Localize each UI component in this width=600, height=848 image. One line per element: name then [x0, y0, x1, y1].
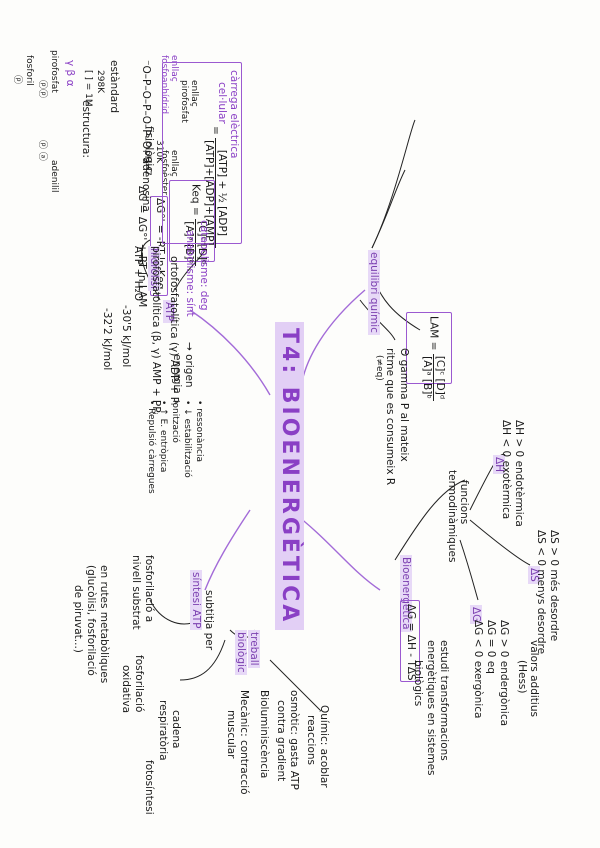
acoblar-1: energètiques en sistemes: [425, 640, 437, 776]
link-quimic: [269, 659, 321, 711]
dg-line-1: ΔG = 0 eq: [485, 620, 497, 674]
lam-lhs: LAM =: [427, 316, 440, 351]
estandard-0: estàndard: [108, 60, 120, 114]
rutes-2: de piruvat...): [72, 585, 84, 653]
link-fisiologic: [371, 169, 406, 249]
link-dg: [459, 539, 479, 601]
treball-0: treball: [248, 630, 260, 668]
acoblar-2: biològics: [412, 660, 424, 707]
lam-den: [A]ᵃ [B]ᵇ: [421, 356, 433, 399]
carrega-num: [ATP] + ½ [ADP]: [215, 138, 228, 248]
pir-label-0: pirofosfat: [49, 50, 59, 93]
link-gamma: [359, 299, 396, 341]
link-oxidativa: [179, 639, 226, 681]
bullet-4: • Repulsió càrregues: [146, 400, 156, 494]
origen-0: → origen: [183, 342, 195, 388]
anabolisme: anabolisme: sínt: [184, 230, 196, 317]
dg-line-2: ΔG < 0 exergònica: [472, 620, 484, 719]
estandard-1: 298K: [95, 70, 105, 94]
catabolisme: catabolisme: deg: [198, 220, 210, 311]
dg-line-0: ΔG > 0 endergònica: [498, 620, 510, 727]
osmotic-1: contra gradient: [275, 700, 287, 782]
funcions-1: termodinàmiques: [446, 470, 458, 563]
origen-1: energia: [171, 354, 183, 394]
fosf-substrat-0: fosforilació a: [143, 555, 155, 623]
treball-1: biològic: [235, 630, 247, 675]
bio-line: Bioluminiscència: [258, 690, 270, 779]
cadena-0: cadena: [170, 710, 182, 749]
gamma-note-0: Θ gamma P al mateix: [398, 348, 410, 462]
link-ds: [469, 519, 531, 566]
valors-0: valors additius: [528, 640, 540, 717]
mecanic-1: muscular: [225, 710, 237, 759]
estructura-label: estructura:: [80, 100, 92, 158]
pir-label-2: adenilil: [49, 160, 59, 193]
quimic-0: Químic: acoblar: [318, 705, 330, 788]
bullet-3: • ↑ E. entròpica: [158, 400, 168, 473]
lam-frac: [C]ᶜ [D]ᵈ[A]ᵃ [B]ᵇ: [421, 353, 446, 402]
link-catabolisme: [174, 249, 206, 291]
quimic-1: reaccions: [305, 715, 317, 765]
osmotic-0: osmòtic: gasta ATP: [288, 690, 300, 790]
link-structure: [140, 239, 161, 301]
energy-1: -30'5 kJ/mol: [120, 305, 132, 368]
branch-sintesi: [204, 509, 251, 591]
fosf-oxidativa-0: fosforilació: [133, 655, 145, 713]
gamma-beta-alpha: γ β α: [64, 60, 76, 87]
rutes-0: en rutes metabòliques: [98, 565, 110, 684]
energy-2: -32'2 kJ/mol: [101, 308, 113, 371]
hidrolisi-eq: ATP + H₂O: [132, 246, 144, 301]
fosf-substrat-1: nivell substrat: [130, 555, 142, 630]
ds-line-1: ΔS < 0 menys desordre: [535, 530, 547, 655]
lam-formula: LAM = [C]ᶜ [D]ᵈ[A]ᵃ [B]ᵇ: [421, 316, 446, 402]
gamma-note-1: ritme que es consumeix R: [384, 348, 396, 486]
pir-label-1: ⓟⓟ: [37, 80, 47, 99]
equilibri-label: equilibri químic: [368, 250, 380, 335]
pir-label-5: ⓟ: [12, 75, 22, 85]
pir-label-3: ⓟ ⓐ: [37, 140, 47, 161]
acoblar-0: estudi transformacions: [438, 640, 450, 761]
ds-line-0: ΔS > 0 més desordre: [548, 530, 560, 642]
cadena-1: respiratòria: [157, 700, 169, 761]
mecanic-0: Mecànic: contracció: [238, 690, 250, 795]
dh-line-1: ΔH < 0 exotèrmica: [500, 420, 512, 520]
bullet-1: • ↓ estabilització: [182, 400, 192, 478]
sintesi-label: síntesi ATP: [190, 570, 202, 631]
bullet-0: • ressonància: [194, 400, 204, 462]
sintesi-subtitle: subtitja per: [203, 590, 215, 651]
dh-line-0: ΔH > 0 endotèrmica: [513, 420, 525, 527]
pir-label-4: fosforil: [24, 55, 34, 86]
rutes-1: (glucòlisi, fosforilació: [85, 565, 97, 676]
bullet-2: ionització: [170, 400, 180, 443]
carrega-label-0: càrrega elèctrica: [228, 70, 240, 159]
page-title: T4: BIOENERGÈTICA: [275, 322, 304, 631]
branch-atp: [189, 309, 271, 396]
fotosintesi: fotosíntesi: [143, 760, 155, 815]
carrega-label-1: cel·lular: [216, 82, 228, 124]
valors-1: (Hess): [516, 660, 528, 694]
lam-num: [C]ᶜ [D]ᵈ: [433, 353, 446, 402]
fosf-oxidativa-1: oxidativa: [120, 665, 132, 714]
link-funcions: [394, 479, 466, 561]
atp-phosphates: ⁻O–P–O–P–O–P–O– adenosina: [140, 60, 152, 212]
funcions-0: funcions: [458, 480, 470, 525]
pirofosfatolitica: pirofosfatolítica (β, γ) AMP + PPᵢ: [150, 246, 162, 415]
